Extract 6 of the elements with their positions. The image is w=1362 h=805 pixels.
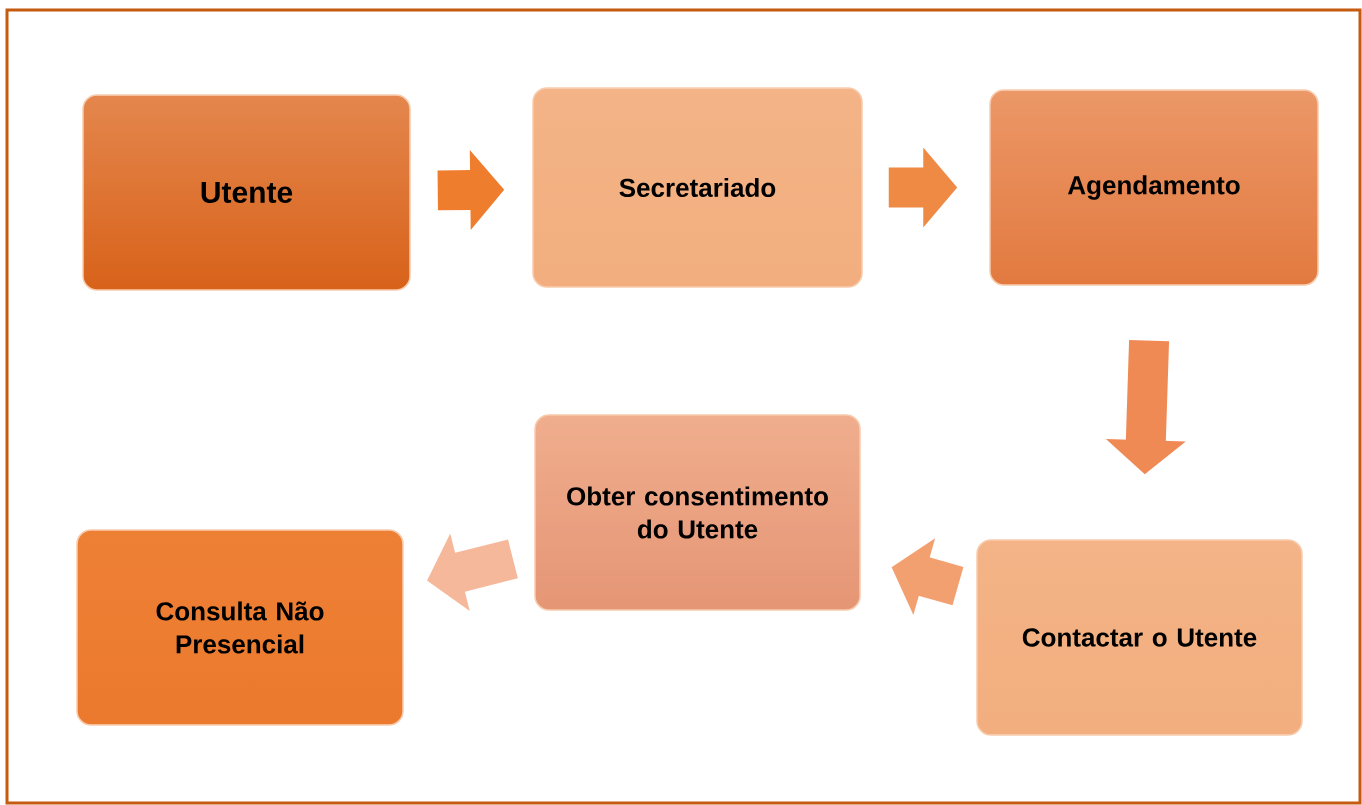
process-box: Obter consentimento do Utente (534, 414, 861, 611)
process-box: Contactar o Utente (976, 539, 1303, 736)
process-box: Agendamento (989, 89, 1319, 286)
process-box: Utente (82, 94, 411, 291)
process-box: Secretariado (532, 87, 863, 288)
process-box: Consulta Não Presencial (76, 529, 404, 726)
